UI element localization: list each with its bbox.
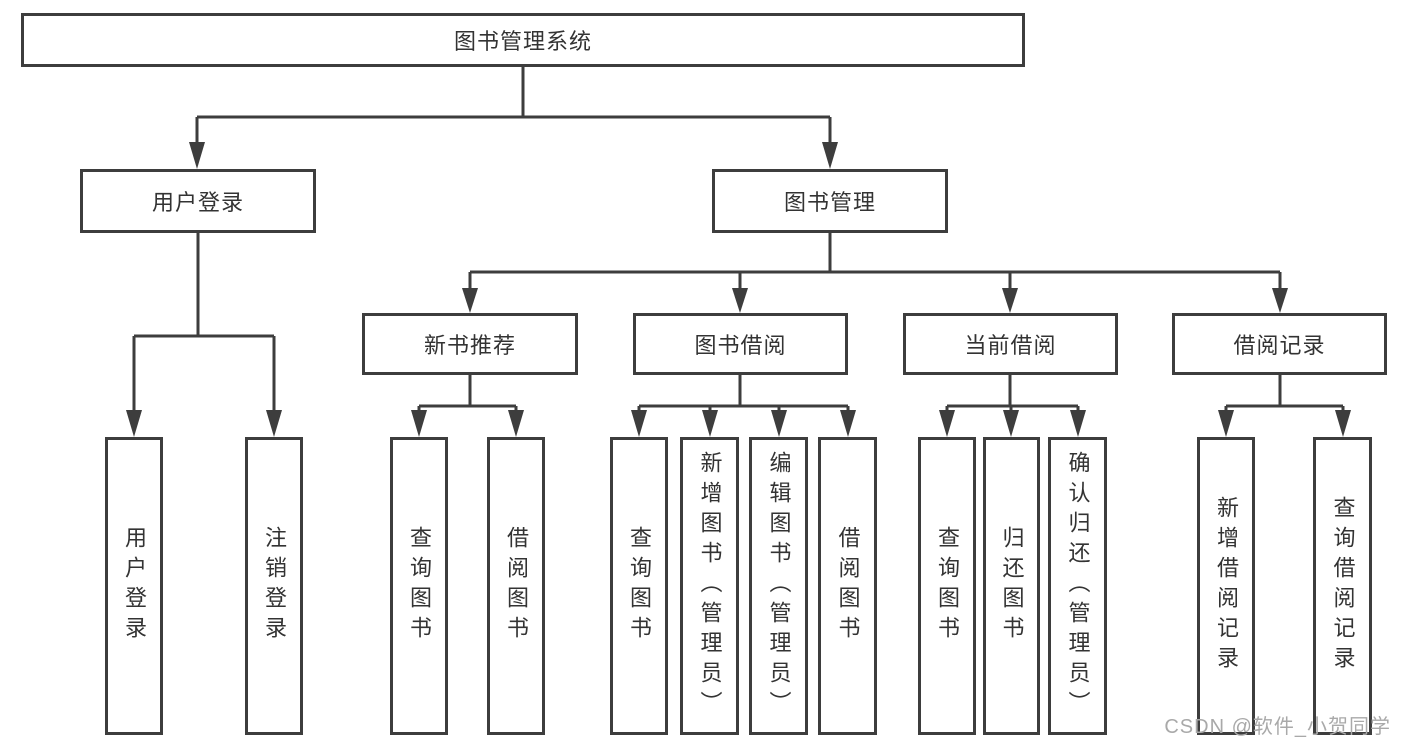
connector-borrow-records-to-leaves	[1218, 375, 1351, 437]
arrowhead	[266, 410, 282, 437]
leaf-query-borrow-record: 查询借阅记录	[1313, 437, 1372, 735]
leaf-label: 编辑图书（管理员）	[766, 451, 792, 721]
leaf-label: 注销登录	[262, 526, 287, 646]
leaf-user-login: 用户登录	[105, 437, 163, 735]
node-user-login: 用户登录	[80, 169, 316, 233]
leaf-label: 查询借阅记录	[1330, 496, 1356, 676]
arrowhead	[1272, 288, 1288, 313]
arrowhead	[1003, 410, 1019, 437]
node-label: 图书借阅	[694, 333, 787, 358]
arrowhead	[189, 142, 205, 169]
connector-book-mgmt-to-level3	[462, 233, 1288, 313]
node-book-borrow: 图书借阅	[633, 313, 848, 375]
node-label: 新书推荐	[423, 333, 516, 358]
leaf-borrow-books-recommend: 借阅图书	[487, 437, 545, 735]
leaf-return-books: 归还图书	[983, 437, 1040, 735]
node-label: 借阅记录	[1233, 333, 1326, 358]
connector-user-login-to-leaves	[126, 233, 282, 437]
watermark: CSDN @软件_小贺同学	[1164, 716, 1391, 738]
arrowhead	[702, 410, 718, 437]
leaf-label: 查询图书	[935, 526, 960, 646]
leaf-label: 借阅图书	[504, 526, 529, 646]
leaf-add-borrow-record: 新增借阅记录	[1197, 437, 1255, 735]
leaf-edit-books-admin: 编辑图书（管理员）	[749, 437, 808, 735]
arrowhead	[840, 410, 856, 437]
arrowhead	[1070, 410, 1086, 437]
leaf-confirm-return-admin: 确认归还（管理员）	[1048, 437, 1107, 735]
node-borrow-records: 借阅记录	[1172, 313, 1387, 375]
leaf-label: 新增图书（管理员）	[697, 451, 723, 721]
leaf-query-books-borrow: 查询图书	[610, 437, 668, 735]
node-label: 图书管理系统	[453, 29, 592, 54]
leaf-label: 查询图书	[407, 526, 432, 646]
leaf-borrow-books: 借阅图书	[818, 437, 877, 735]
arrowhead	[126, 410, 142, 437]
leaf-logout: 注销登录	[245, 437, 303, 735]
leaf-add-books-admin: 新增图书（管理员）	[680, 437, 739, 735]
leaf-label: 用户登录	[122, 526, 147, 646]
arrowhead	[1218, 410, 1234, 437]
node-book-management: 图书管理	[712, 169, 948, 233]
leaf-query-books-current: 查询图书	[918, 437, 976, 735]
leaf-query-books-recommend: 查询图书	[390, 437, 448, 735]
node-current-borrow: 当前借阅	[903, 313, 1118, 375]
arrowhead	[411, 410, 427, 437]
leaf-label: 查询图书	[627, 526, 652, 646]
arrowhead	[822, 142, 838, 169]
connector-new-books-to-leaves	[411, 375, 524, 437]
leaf-label: 新增借阅记录	[1214, 496, 1239, 676]
node-label: 当前借阅	[964, 333, 1057, 358]
arrowhead	[631, 410, 647, 437]
arrowhead	[771, 410, 787, 437]
leaf-label: 归还图书	[999, 526, 1025, 646]
leaf-label: 确认归还（管理员）	[1065, 451, 1091, 721]
leaf-label: 借阅图书	[835, 526, 861, 646]
node-root-library-system: 图书管理系统	[21, 13, 1025, 67]
connector-root-to-level2	[189, 67, 838, 169]
connector-book-borrow-to-leaves	[631, 375, 856, 437]
arrowhead	[732, 288, 748, 313]
node-new-book-recommend: 新书推荐	[362, 313, 578, 375]
arrowhead	[508, 410, 524, 437]
node-label: 图书管理	[783, 190, 876, 215]
arrowhead	[462, 288, 478, 313]
node-label: 用户登录	[151, 190, 244, 215]
arrowhead	[939, 410, 955, 437]
arrowhead	[1002, 288, 1018, 313]
connector-current-borrow-to-leaves	[939, 375, 1086, 437]
arrowhead	[1335, 410, 1351, 437]
